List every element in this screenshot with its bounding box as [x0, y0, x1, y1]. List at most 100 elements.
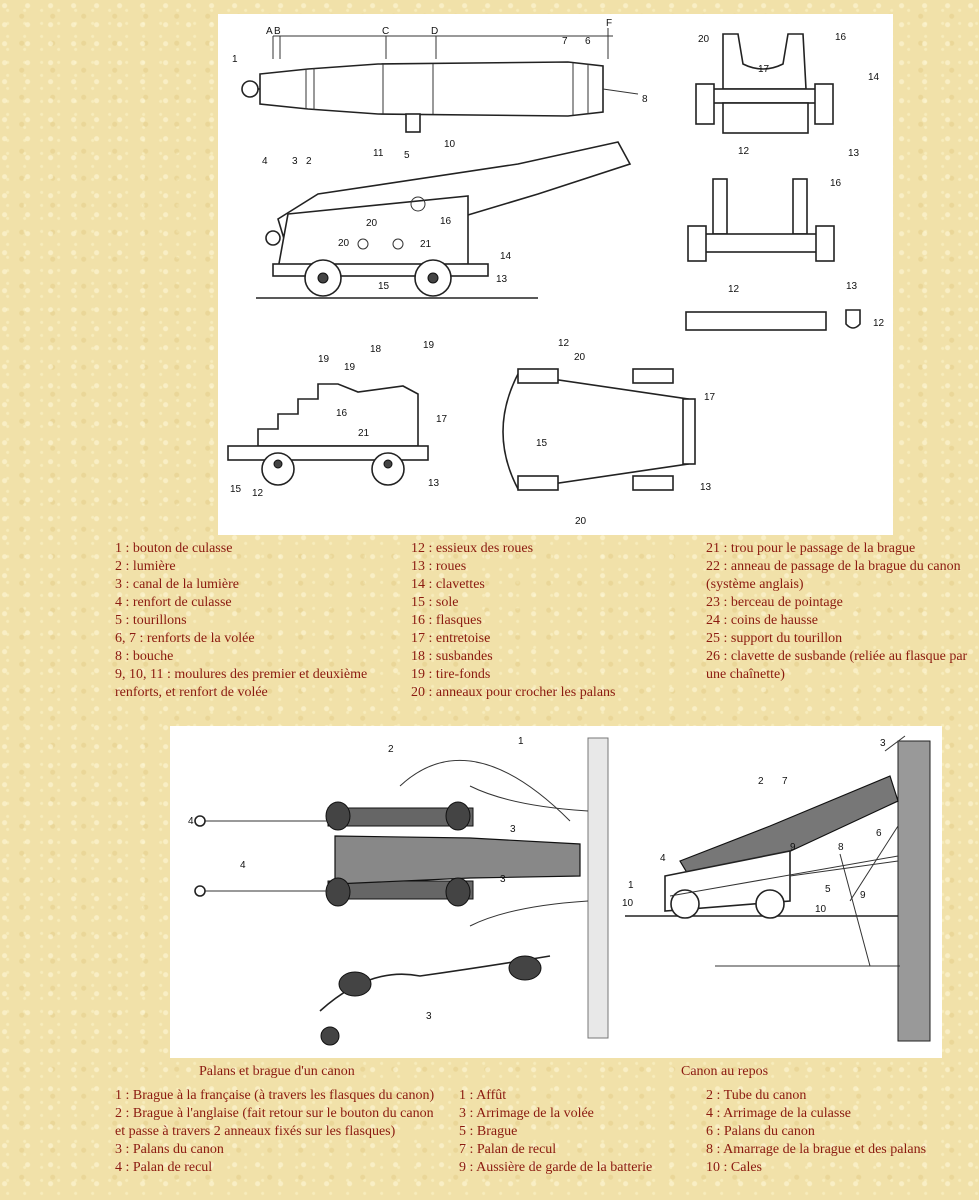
caption-tackles: Palans et brague d'un canon: [199, 1064, 355, 1079]
legend1-item: 18 : susbandes: [411, 649, 493, 664]
fig1-label-19c: 19: [423, 340, 435, 351]
legend1-col3: 21 : trou pour le passage de la brague 2…: [706, 540, 979, 684]
fig2-label-4b: 4: [240, 860, 246, 871]
fig1-label-D: D: [431, 26, 438, 37]
legend1-item: 1 : bouton de culasse: [115, 541, 233, 556]
legend1-item: 20 : anneaux pour crocher les palans: [411, 685, 616, 700]
fig2-label-9b: 9: [860, 890, 866, 901]
fig1-label-18: 18: [370, 344, 382, 355]
legend1-item: 4 : renfort de culasse: [115, 595, 232, 610]
fig2-label-4a: 4: [188, 816, 194, 827]
fig1-label-15b: 15: [230, 484, 242, 495]
fig1-label-15c: 15: [536, 438, 548, 449]
fig2-label-3b: 3: [500, 874, 506, 885]
fig1-label-12d: 12: [252, 488, 264, 499]
fig1-label-13a: 13: [496, 274, 508, 285]
fig2-label-3c: 3: [426, 1011, 432, 1022]
legend1-item: 24 : coins de hausse: [706, 613, 818, 628]
fig1-label-21a: 21: [420, 239, 432, 250]
fig1-label-12c: 12: [873, 318, 885, 329]
fig2-label-10a: 10: [622, 898, 634, 909]
legend1-item: 14 : clavettes: [411, 577, 485, 592]
fig1-label-8: 8: [642, 94, 648, 105]
fig2-label-2b: 2: [758, 776, 764, 787]
fig1-label-7: 7: [562, 36, 568, 47]
legend2-item: 7 : Palan de recul: [459, 1142, 557, 1157]
cannon-anatomy-figure: 1 A B C D F 7 6 8 4 3 2 11 5 10 20 1: [218, 14, 893, 535]
fig1-label-3: 3: [292, 156, 298, 167]
legend1-item: 25 : support du tourillon: [706, 631, 843, 646]
legend1-item: 17 : entretoise: [411, 631, 491, 646]
fig1-label-12e: 12: [558, 338, 570, 349]
fig1-label-6: 6: [585, 36, 591, 47]
fig1-label-F: F: [606, 18, 612, 29]
legend2-item: 5 : Brague: [459, 1124, 518, 1139]
carriage-side-view: [227, 383, 429, 486]
fig1-label-20d: 20: [574, 352, 586, 363]
cannon-on-carriage: [256, 141, 632, 299]
fig1-label-17b: 17: [436, 414, 448, 425]
cannon-tackle-drawing: 2 1 4 4 3 3 3 2 7 3 4 6 9 8 9 5 1: [188, 735, 931, 1046]
barrel-side-view: [241, 28, 639, 133]
legend2-col1: 1 : Brague à la française (à travers les…: [115, 1087, 453, 1177]
fig1-label-16d: 16: [336, 408, 348, 419]
fig1-label-2: 2: [306, 156, 312, 167]
fig1-label-13d: 13: [428, 478, 440, 489]
legend1-item: 8 : bouche: [115, 649, 174, 664]
fig1-label-20e: 20: [575, 516, 587, 527]
legend1-item: 19 : tire-fonds: [411, 667, 491, 682]
legend2-item: 6 : Palans du canon: [706, 1124, 815, 1139]
fig1-label-17c: 17: [704, 392, 716, 403]
tackle-top-view: [194, 737, 609, 1046]
legend2-item: 3 : Arrimage de la volée: [459, 1106, 594, 1121]
fig2-label-1a: 1: [518, 736, 524, 747]
fig1-label-13c: 13: [846, 281, 858, 292]
legend1-item: 2 : lumière: [115, 559, 176, 574]
fig1-label-16b: 16: [835, 32, 847, 43]
fig1-label-A: A: [266, 26, 273, 37]
fig1-label-13b: 13: [848, 148, 860, 159]
carriage-top-view: [502, 368, 696, 491]
legend1-item: 26 : clavette de susbande (reliée au fla…: [706, 649, 968, 682]
fig1-label-21b: 21: [358, 428, 370, 439]
legend1-col2: 12 : essieux des roues 13 : roues 14 : c…: [411, 540, 696, 702]
fig1-label-20a: 20: [366, 218, 378, 229]
fig2-label-8: 8: [838, 842, 844, 853]
legend2-item: 9 : Aussière de garde de la batterie: [459, 1160, 653, 1175]
legend1-item: 23 : berceau de pointage: [706, 595, 843, 610]
carriage-front-view: [695, 33, 834, 134]
fig1-label-16a: 16: [440, 216, 452, 227]
legend2-item: 4 : Palan de recul: [115, 1160, 213, 1175]
fig2-label-6: 6: [876, 828, 882, 839]
legend1-item: 22 : anneau de passage de la brague du c…: [706, 559, 961, 592]
cannon-anatomy-drawing: 1 A B C D F 7 6 8 4 3 2 11 5 10 20 1: [227, 18, 885, 527]
fig2-label-4c: 4: [660, 853, 666, 864]
fig1-label-5: 5: [404, 150, 410, 161]
fig1-label-14b: 14: [868, 72, 880, 83]
legend2-item: 10 : Cales: [706, 1160, 762, 1175]
fig2-label-1b: 1: [628, 880, 634, 891]
legend1-item: 21 : trou pour le passage de la brague: [706, 541, 916, 556]
fig1-label-10: 10: [444, 139, 456, 150]
fig1-label-12b: 12: [728, 284, 740, 295]
fig2-label-2a: 2: [388, 744, 394, 755]
fig1-label-16c: 16: [830, 178, 842, 189]
legend2-item: et passe à travers 2 anneaux fixés sur l…: [115, 1124, 396, 1139]
legend1-item: 5 : tourillons: [115, 613, 187, 628]
fig1-label-20b: 20: [338, 238, 350, 249]
legend2-item: 1 : Affût: [459, 1088, 507, 1103]
fig2-label-9a: 9: [790, 842, 796, 853]
legend2-item: 4 : Arrimage de la culasse: [706, 1106, 852, 1121]
legend1-item: 6, 7 : renforts de la volée: [115, 631, 255, 646]
caption-cannon-at-rest: Canon au repos: [681, 1064, 769, 1079]
fig2-label-3a: 3: [510, 824, 516, 835]
fig1-label-12a: 12: [738, 146, 750, 157]
fig1-label-B: B: [274, 26, 281, 37]
legend2-col2: 1 : Affût 3 : Arrimage de la volée 5 : B…: [459, 1087, 699, 1177]
fig2-label-10b: 10: [815, 904, 827, 915]
legend1-item: 12 : essieux des roues: [411, 541, 534, 556]
legend1-item: 9, 10, 11 : moulures des premier et deux…: [115, 667, 368, 700]
carriage-rear-view: [685, 178, 861, 331]
legend1-item: 13 : roues: [411, 559, 467, 574]
legend2-item: 1 : Brague à la française (à travers les…: [115, 1088, 435, 1103]
